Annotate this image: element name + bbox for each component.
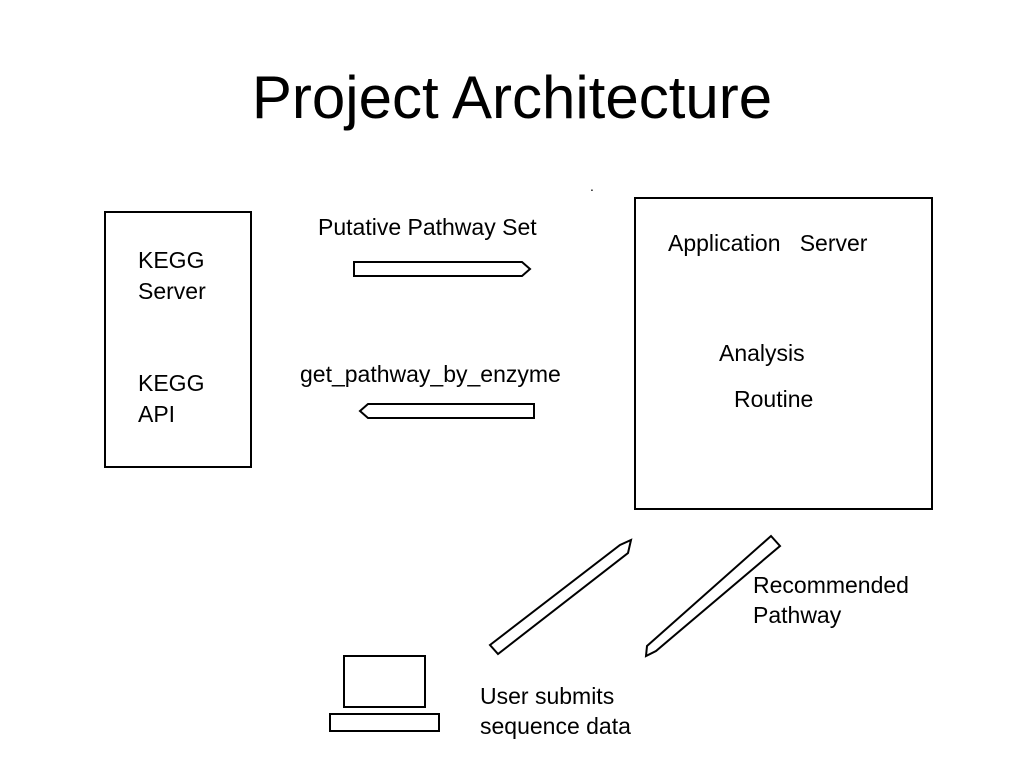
kegg-server-label-line1: KEGG [138,247,205,273]
application-server-label: Application Server [668,230,868,256]
analysis-routine-label-line2: Routine [734,386,814,412]
user-submits-label-line2: sequence data [480,713,631,739]
kegg-box [104,211,252,468]
kegg-server-label-line2: Server [138,278,206,304]
kegg-api-label-line1: KEGG [138,370,205,396]
computer-monitor-icon [343,655,426,708]
putative-pathway-set-label: Putative Pathway Set [318,214,537,240]
recommended-pathway-label-line2: Pathway [753,602,842,628]
slide-title: Project Architecture [251,64,773,131]
user-submits-label-line1: User submits [480,683,615,709]
kegg-api-label-line2: API [138,401,176,427]
stray-dot: . [590,178,594,194]
get-pathway-by-enzyme-label: get_pathway_by_enzyme [300,361,561,387]
application-server-box [634,197,933,510]
arrow-down-left-icon [644,534,782,658]
arrow-right-icon [353,261,532,277]
arrow-left-icon [358,403,535,419]
analysis-routine-label-line1: Analysis [719,340,805,366]
recommended-pathway-label-line1: Recommended [753,572,909,598]
computer-keyboard-icon [329,713,440,732]
arrow-up-right-icon [488,538,633,656]
